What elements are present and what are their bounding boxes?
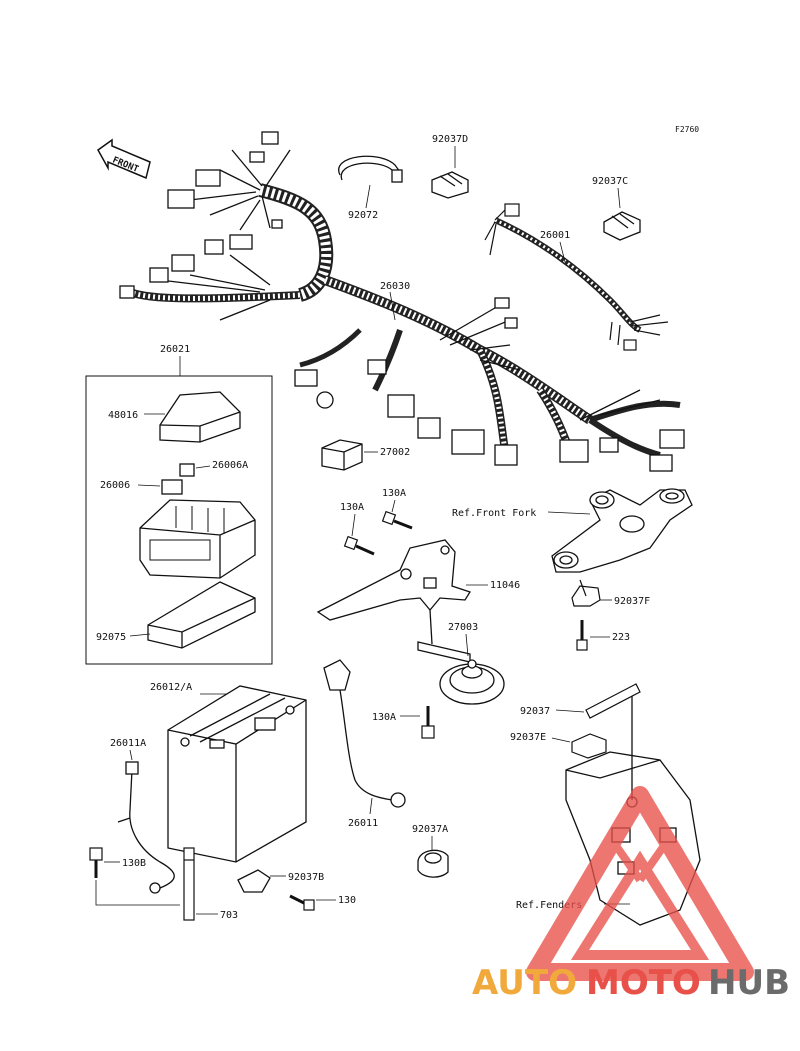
clip-92037f bbox=[571, 579, 601, 607]
clamp-92037a bbox=[417, 849, 449, 878]
bolt-130a-upper bbox=[381, 510, 413, 530]
part-26021-label: 26021 bbox=[160, 344, 190, 355]
part-26030-label: 26030 bbox=[380, 281, 410, 292]
part-703-label: 703 bbox=[220, 910, 238, 921]
main-wiring-harness bbox=[128, 149, 681, 458]
part-27002-label: 27002 bbox=[380, 447, 410, 458]
harness-connectors bbox=[119, 131, 685, 472]
figure-code: F2760 bbox=[675, 125, 699, 134]
watermark-hub: HUB bbox=[708, 963, 790, 1003]
part-92037e-label: 92037E bbox=[510, 732, 546, 743]
cover-48016 bbox=[159, 391, 241, 443]
part-26012a-label: 26012/A bbox=[150, 682, 192, 693]
front-fork-triple-clamp bbox=[551, 488, 693, 573]
part-26011a-label: 26011A bbox=[110, 738, 146, 749]
part-130-label: 130 bbox=[338, 895, 356, 906]
part-26006-label: 26006 bbox=[100, 480, 130, 491]
part-92037-label: 92037 bbox=[520, 706, 550, 717]
clip-92037c bbox=[603, 211, 641, 241]
band-92072 bbox=[338, 155, 403, 183]
bolt-130a-left bbox=[343, 535, 375, 556]
part-92037c-label: 92037C bbox=[592, 176, 628, 187]
part-92037d-label: 92037D bbox=[432, 134, 468, 145]
cover-92075 bbox=[147, 581, 256, 649]
bolt-130a-lower bbox=[421, 706, 435, 739]
part-130a-label-1: 130A bbox=[382, 488, 406, 499]
part-92072-label: 92072 bbox=[348, 210, 378, 221]
strap-92037 bbox=[585, 683, 641, 719]
part-92037b-label: 92037B bbox=[288, 872, 324, 883]
junction-box bbox=[139, 499, 256, 579]
vent-tube-703 bbox=[183, 847, 195, 921]
clamp-92037b bbox=[237, 869, 271, 893]
battery-cable-26011a bbox=[117, 761, 175, 894]
part-130b-label: 130B bbox=[122, 858, 146, 869]
bolt-130 bbox=[289, 894, 315, 911]
horn-27003 bbox=[417, 609, 505, 705]
fuse-26006a bbox=[179, 463, 195, 477]
watermark-auto: AUTO bbox=[472, 963, 577, 1003]
screw-223 bbox=[576, 620, 588, 651]
part-130a-label-3: 130A bbox=[372, 712, 396, 723]
part-223-label: 223 bbox=[612, 632, 630, 643]
part-92075-label: 92075 bbox=[96, 632, 126, 643]
relay-27002 bbox=[321, 439, 363, 471]
part-92037a-label: 92037A bbox=[412, 824, 448, 835]
ref-fenders-label: Ref.Fenders bbox=[516, 900, 582, 911]
fuse-26006 bbox=[161, 479, 183, 495]
sub-harness-26001 bbox=[484, 203, 669, 351]
watermark-logo bbox=[526, 786, 754, 981]
part-130a-label-2: 130A bbox=[340, 502, 364, 513]
part-26001-label: 26001 bbox=[540, 230, 570, 241]
ref-front-fork-label: Ref.Front Fork bbox=[452, 508, 536, 519]
clip-92037d bbox=[431, 171, 469, 199]
part-26006a-label: 26006A bbox=[212, 460, 248, 471]
front-arrow-icon: FRONT bbox=[97, 138, 151, 180]
junction-box-group-frame bbox=[85, 375, 273, 665]
battery-cable-26011 bbox=[323, 659, 406, 808]
watermark-moto: MOTO bbox=[586, 963, 701, 1003]
part-26011-label: 26011 bbox=[348, 818, 378, 829]
battery-26012a bbox=[167, 685, 307, 863]
part-11046-label: 11046 bbox=[490, 580, 520, 591]
part-48016-label: 48016 bbox=[108, 410, 138, 421]
bolt-130b bbox=[89, 847, 103, 878]
clip-92037e bbox=[571, 733, 607, 759]
bracket-11046 bbox=[316, 539, 471, 621]
part-92037f-label: 92037F bbox=[614, 596, 650, 607]
part-27003-label: 27003 bbox=[448, 622, 478, 633]
